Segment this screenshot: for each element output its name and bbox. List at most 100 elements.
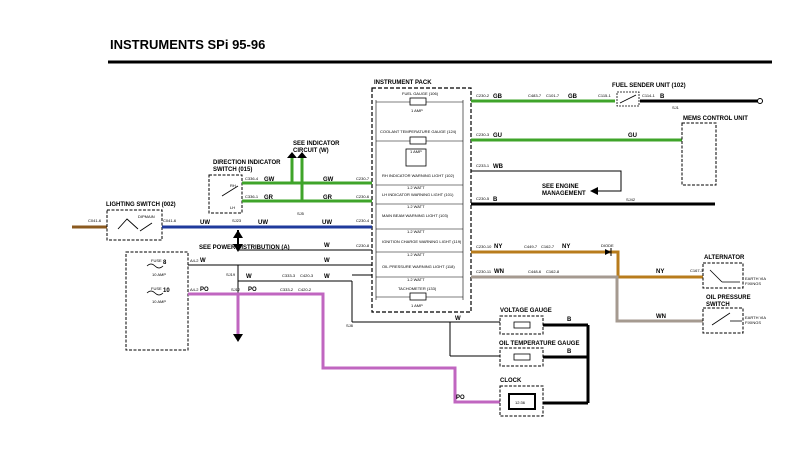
- pack-item-sub: 1.2 WATT: [407, 229, 425, 234]
- earth-label: FIXINGS: [745, 320, 761, 325]
- splice-label: SJ42: [626, 197, 636, 202]
- fuse-symbol: [146, 290, 164, 296]
- wire-tag: GW: [264, 177, 275, 183]
- page-title: INSTRUMENTS SPi 95-96: [110, 37, 265, 52]
- wire-tag: UW: [322, 220, 332, 226]
- connector-label: C230-6: [356, 194, 370, 199]
- switch-contact: [117, 218, 139, 230]
- clock-label: CLOCK: [500, 378, 522, 384]
- arrow-po: [233, 334, 243, 342]
- connector-label: C115-1: [598, 93, 612, 98]
- pack-item-label: MAIN BEAM WARNING LIGHT (103): [382, 213, 449, 218]
- fuse-symbol: [146, 263, 164, 269]
- connector-label: C230-3: [476, 132, 490, 137]
- connector-label: C230-7: [356, 176, 370, 181]
- fuse-box: [125, 251, 189, 351]
- wire-tag: GW: [323, 177, 334, 183]
- oil-switch-box: [702, 307, 744, 334]
- fuse-amp: 10 AMP: [152, 299, 166, 304]
- connector-label: C230-11: [476, 269, 492, 274]
- pack-items: FUEL GAUGE (106) 1 AMP COOLANT TEMPERATU…: [380, 91, 462, 308]
- fuel-sender-label: FUEL SENDER UNIT (102): [612, 83, 686, 89]
- arrow-power-dist: [233, 230, 243, 238]
- lighting-switch-label: LIGHTING SWITCH (002): [106, 202, 176, 208]
- wire-tag: GB: [568, 94, 578, 100]
- connector-label: C336-1: [245, 194, 259, 199]
- lh-label: LH: [230, 205, 235, 210]
- switch-blade: [221, 185, 239, 197]
- oil-switch-label: SWITCH: [706, 302, 730, 308]
- earth-label: FIXINGS: [745, 281, 761, 286]
- splice-label: SJ23: [232, 218, 242, 223]
- instrument-pack-label: INSTRUMENT PACK: [374, 80, 432, 86]
- wire-wn: [471, 275, 703, 323]
- wire-tag: W: [324, 258, 330, 264]
- voltage-gauge-symbol: [513, 321, 531, 329]
- wire-tag: B: [567, 349, 572, 355]
- wire-tag: W: [455, 316, 461, 322]
- wire-tag: W: [324, 243, 330, 249]
- pack-item-sub: 1 AMP: [411, 108, 423, 113]
- wire-tag: NY: [562, 244, 570, 250]
- dipmain-label: DIPMAIN: [138, 214, 155, 219]
- pack-item-sub: 1.2 WATT: [407, 185, 425, 190]
- wire-tag: GB: [493, 94, 503, 100]
- pack-item-label: IGNITION CHARGE WARNING LIGHT (119): [382, 239, 462, 244]
- wire-tag: GU: [628, 133, 637, 139]
- wire-tag: WN: [656, 314, 666, 320]
- connector-label: C448-6: [528, 269, 542, 274]
- earth-terminal: [757, 98, 763, 104]
- wire-po: [188, 292, 500, 404]
- connector-label: A4-2: [190, 287, 199, 292]
- see-engine-label: MANAGEMENT: [542, 191, 586, 197]
- connector-label: C233-1: [476, 163, 490, 168]
- switch-contact: [139, 222, 153, 232]
- wire-tag: PO: [456, 395, 465, 401]
- pack-item-sub: 1 AMP: [411, 303, 423, 308]
- connector-label: C230-10: [476, 244, 492, 249]
- wire-tag: B: [660, 94, 665, 100]
- see-power-label: SEE POWER DISTRIBUTION (A): [199, 245, 290, 251]
- pack-item-label: LH INDICATOR WARNING LIGHT (101): [382, 192, 454, 197]
- coolant-gauge-symbol: [409, 136, 427, 145]
- splice-label: SJ19: [226, 272, 236, 277]
- connector-label: C336-4: [245, 176, 259, 181]
- connector-label: C162-8: [546, 269, 560, 274]
- oil-temp-gauge-label: OIL TEMPERATURE GAUGE: [499, 341, 579, 347]
- connector-label: C041-6: [163, 218, 177, 223]
- voltage-gauge-label: VOLTAGE GAUGE: [500, 308, 552, 314]
- pack-item-sub: 1.2 WATT: [407, 252, 425, 257]
- alternator-box: [702, 262, 744, 289]
- pack-item-label: FUEL GAUGE (106): [402, 91, 439, 96]
- arrow-indicator: [297, 152, 307, 158]
- wire-tag: GR: [323, 195, 333, 201]
- connector-label: C420-3: [300, 273, 314, 278]
- pack-item-label: OIL PRESSURE WARNING LIGHT (118): [382, 264, 455, 269]
- fuse-number: 8: [163, 260, 167, 266]
- wire-tag: WB: [493, 164, 504, 170]
- clock-symbol: [508, 393, 536, 410]
- pack-item-label: TACHOMETER (133): [398, 286, 437, 291]
- pack-internal-lines: [375, 100, 464, 300]
- wire-tag: WN: [494, 269, 504, 275]
- connector-label: C333-3: [282, 273, 296, 278]
- wire-tag: B: [567, 317, 572, 323]
- splice-label: SJ12: [231, 287, 241, 292]
- connector-label: C167-1: [690, 268, 704, 273]
- wire-tag: PO: [200, 287, 209, 293]
- see-indicator-label: CIRCUIT (W): [293, 148, 329, 154]
- alternator-symbol: [709, 269, 723, 283]
- tachometer-symbol: [409, 292, 427, 301]
- wire-tag: UW: [200, 220, 210, 226]
- tacho-box-symbol: [405, 148, 427, 167]
- connector-label: C420-2: [298, 287, 312, 292]
- splice-label: SJ5: [297, 211, 305, 216]
- fuel-gauge-symbol: [409, 97, 427, 106]
- connector-label: C101-7: [546, 93, 560, 98]
- connector-label: C483-7: [528, 93, 542, 98]
- earth-label: EARTH VIA: [745, 315, 766, 320]
- w-wires: [188, 249, 500, 357]
- connector-label: C162-7: [541, 244, 555, 249]
- connector-label: C333-2: [280, 287, 294, 292]
